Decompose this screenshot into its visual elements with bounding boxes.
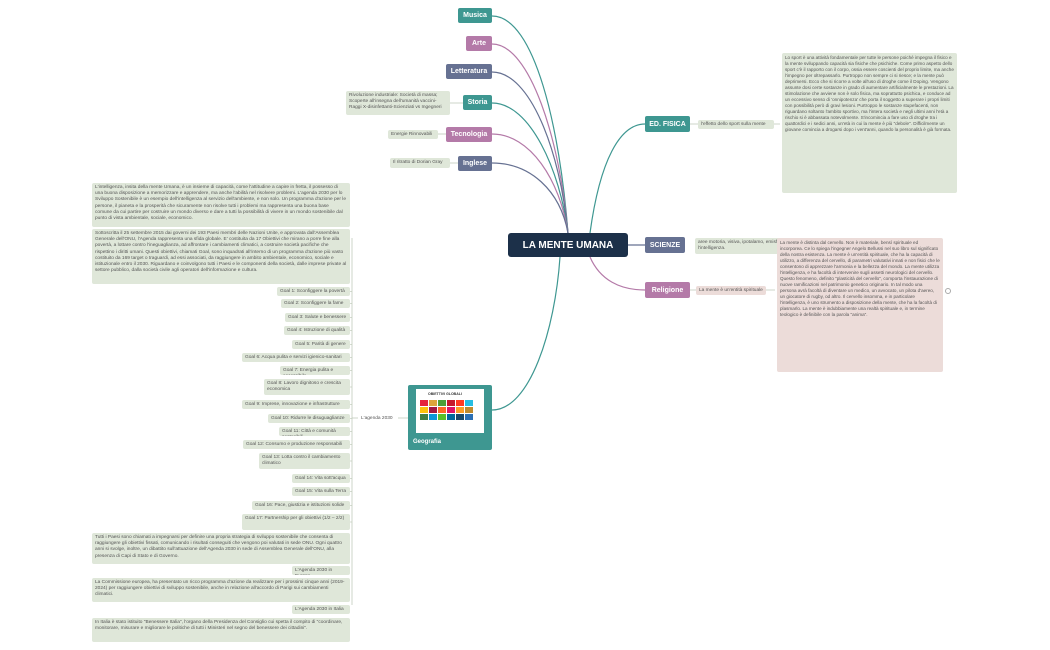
scienze-note[interactable]: aree motoria, visiva, ipotalamo, emisfer… [695,238,798,254]
topic-edfisica[interactable]: ED. FISICA [645,116,690,132]
goal-item[interactable]: Goal 10: Ridurre le disuguaglianze [268,414,350,423]
goal-item[interactable]: Goal 8: Lavoro dignitoso e crescita econ… [264,379,350,395]
topic-religione[interactable]: Religione [645,282,690,298]
goal-item[interactable]: Goal 1: Sconfiggere la povertà [277,287,350,296]
intro-agenda[interactable]: Sottoscritta il 25 settembre 2015 dai go… [92,229,350,284]
agenda-label[interactable]: L'agenda 2030 [361,416,393,421]
topic-geografia[interactable]: OBIETTIVI GLOBALI Geografia [408,385,492,450]
link-storia [491,102,569,234]
tecnologia-note[interactable]: Energie Rinnovabili [388,130,438,139]
goal-item[interactable]: Goal 6: Acqua pulita e servizi igienico-… [242,353,350,362]
religione-label[interactable]: La mente è un'entità spirituale [696,286,766,295]
benessere-text[interactable]: In Italia è stato istituito "Benessere I… [92,618,350,642]
link-arte [491,43,569,234]
goal-item[interactable]: Goal 11: Città e comunità sostenibili [279,427,350,436]
sdg-image: OBIETTIVI GLOBALI [416,389,484,433]
religione-text[interactable]: La mente è distinta dal cervello. Non è … [777,238,943,372]
edfisica-label[interactable]: l'effetto dello sport sulla mente [698,120,774,129]
goal-item[interactable]: Goal 12: Consumo e produzione responsabi… [243,440,350,449]
goal-item[interactable]: Goal 2: Sconfiggere la fame [281,299,350,308]
italia-label[interactable]: L'Agenda 2030 in Italia [292,605,350,614]
goal-item[interactable]: Goal 16: Pace, giustizia e istituzioni s… [252,501,350,510]
goal-item[interactable]: Goal 9: Imprese, innovazione e infrastru… [242,400,350,409]
link-religione [589,256,646,291]
sdg-image-header: OBIETTIVI GLOBALI [428,392,462,396]
link-letteratura [491,71,569,234]
topic-inglese[interactable]: Inglese [458,156,492,171]
goal-item[interactable]: Goal 7: Energia pulita e accessibile [280,366,350,375]
link-tecnologia [491,133,569,234]
goal-item[interactable]: Goal 14: Vita sott'acqua [292,474,350,483]
central-topic[interactable]: LA MENTE UMANA [508,233,628,257]
inglese-note[interactable]: Il ritratto di Dorian Gray [390,158,450,168]
geografia-title: Geografia [413,439,442,445]
goal-item[interactable]: Goal 13: Lotta contro il cambiamento cli… [259,453,350,469]
italia-text[interactable]: La Commissione europea, ha presentato un… [92,578,350,602]
europa-text[interactable]: Tutti i Paesi sono chiamati a impegnarsi… [92,533,350,564]
link-inglese [491,162,569,234]
intro-intelligenza[interactable]: L'intelligenza, insita della mente Umana… [92,183,350,227]
topic-tecnologia[interactable]: Tecnologia [446,127,492,142]
goal-item[interactable]: Goal 5: Parità di genere [292,340,350,349]
topic-arte[interactable]: Arte [466,36,492,51]
link-musica [491,15,569,234]
goal-item[interactable]: Goal 3: Salute e benessere [285,313,350,322]
link-geografia [491,256,561,411]
topic-letteratura[interactable]: Letteratura [446,64,492,79]
goal-item[interactable]: Goal 17: Partnership per gli obiettivi (… [242,514,350,530]
link-edfisica [589,123,646,234]
sdg-grid [420,400,480,420]
topic-storia[interactable]: Storia [463,95,492,110]
topic-scienze[interactable]: SCIENZE [645,237,685,253]
europa-label[interactable]: L'Agenda 2030 in Europa [292,566,350,575]
edfisica-text[interactable]: Lo sport è una attività fondamentale per… [782,53,957,193]
goal-item[interactable]: Goal 15: Vita sulla Terra [292,487,350,496]
collapse-toggle-icon[interactable] [945,288,951,294]
storia-note[interactable]: Rivoluzione industriale: Società di mass… [346,91,450,115]
topic-musica[interactable]: Musica [458,8,492,23]
goal-item[interactable]: Goal 4: Istruzione di qualità [284,326,350,335]
